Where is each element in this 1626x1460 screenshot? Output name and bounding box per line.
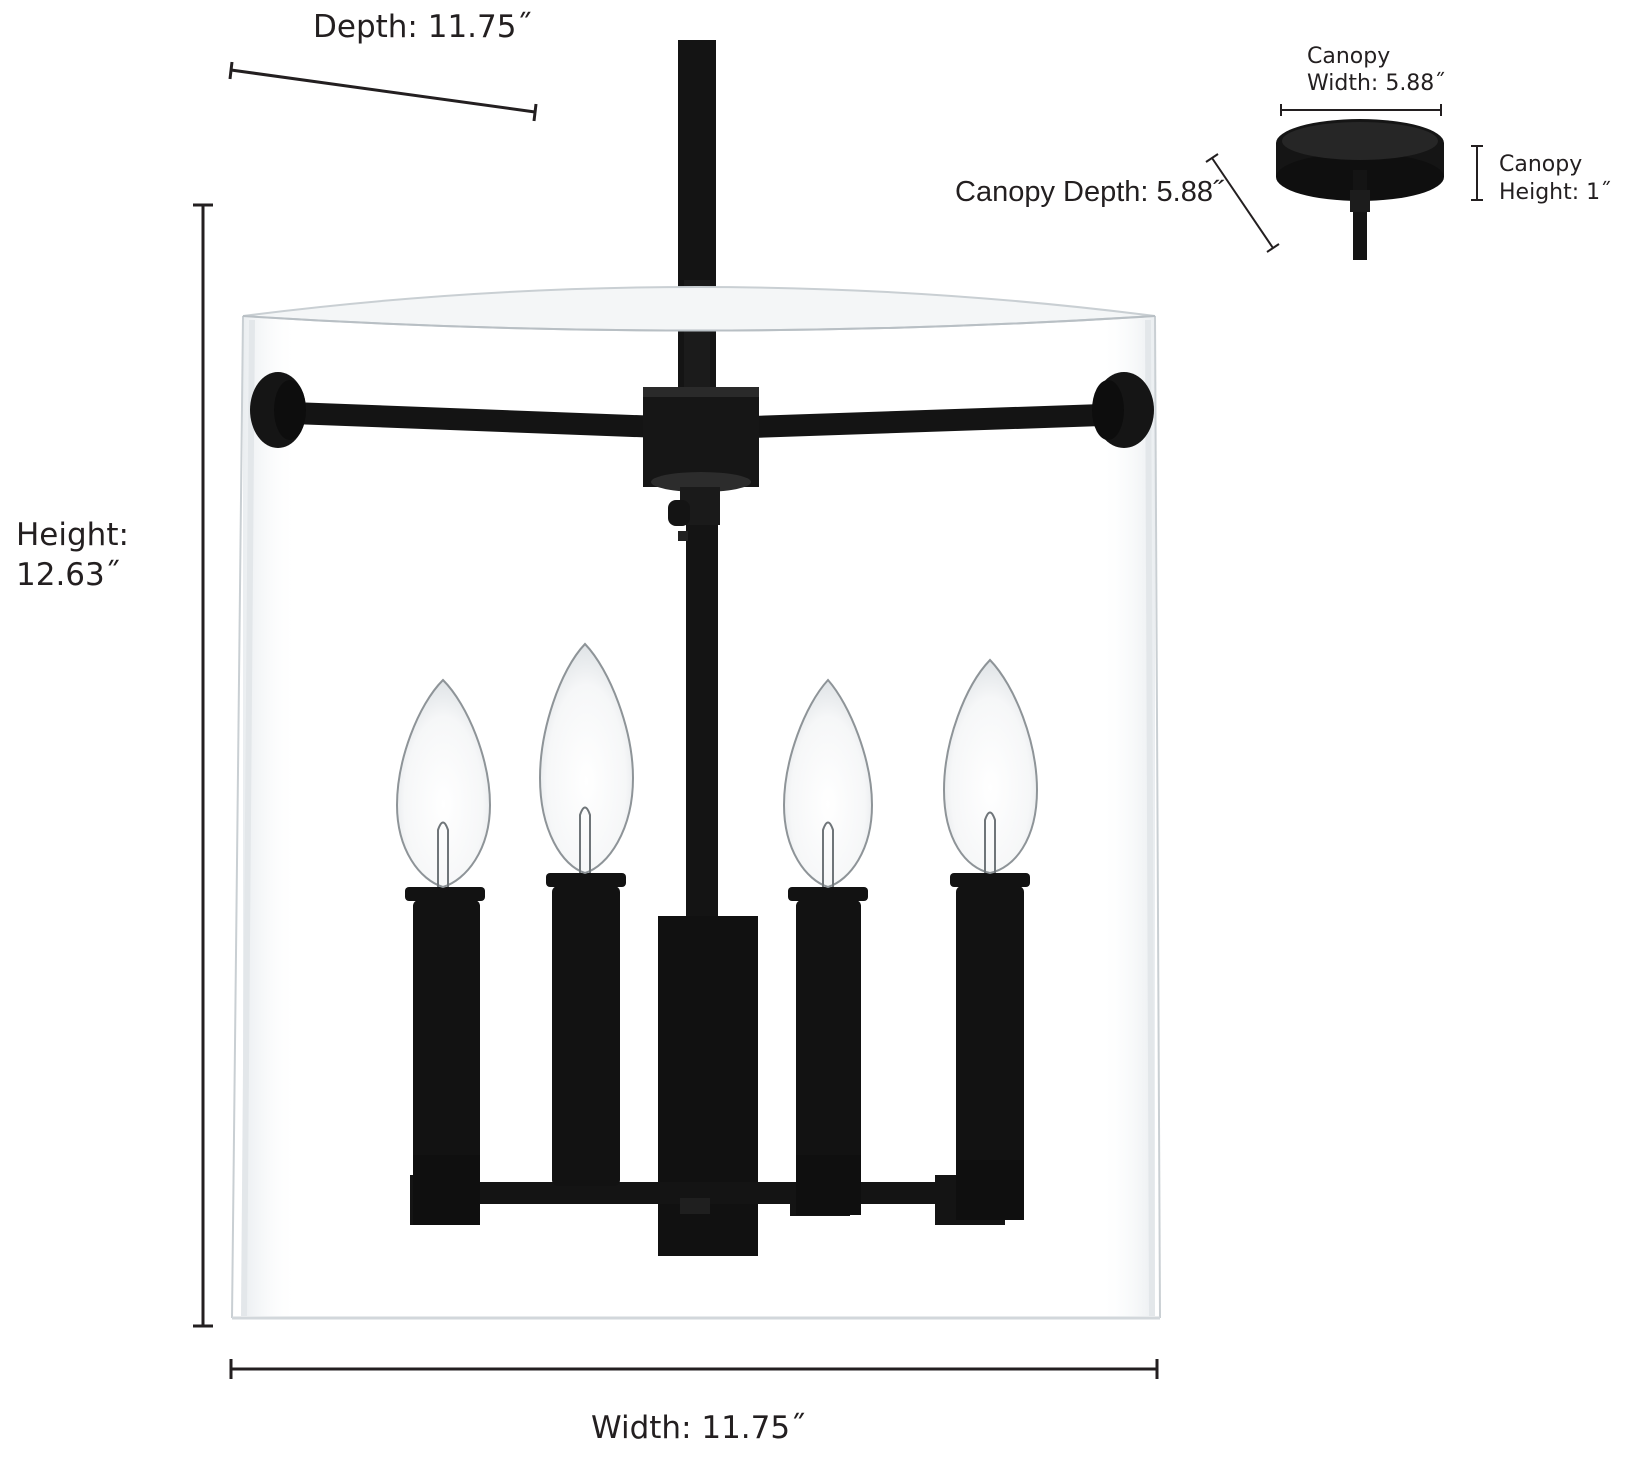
height-label-line2: 12.63˝	[16, 557, 121, 593]
pendant-lantern-illustration	[231, 40, 1161, 1320]
canopy-height-dimension-line	[1471, 145, 1483, 201]
canopy-depth-dimension-line	[1205, 153, 1280, 253]
depth-label: Depth: 11.75˝	[313, 9, 532, 45]
canopy-height-label-line2: Height: 1˝	[1499, 180, 1612, 205]
bulb-filaments	[437, 806, 996, 887]
height-dimension-line	[193, 203, 213, 1328]
candle-sleeves	[405, 873, 1030, 1225]
canopy-width-dimension-line	[1280, 104, 1442, 116]
canopy-width-label-line1: Canopy	[1307, 44, 1391, 69]
depth-dimension-line	[228, 61, 538, 122]
canopy-height-label-line1: Canopy	[1499, 152, 1583, 177]
width-label: Width: 11.75˝	[591, 1410, 806, 1446]
canopy-icon	[1276, 119, 1444, 260]
width-dimension-line	[229, 1359, 1159, 1379]
canopy-width-label-line2: Width: 5.88˝	[1307, 71, 1446, 96]
height-label-line1: Height:	[16, 517, 129, 553]
top-cross-arms	[250, 372, 1154, 492]
candle-bulbs	[395, 642, 1039, 889]
canopy-depth-label: Canopy Depth: 5.88˝	[955, 176, 1223, 208]
